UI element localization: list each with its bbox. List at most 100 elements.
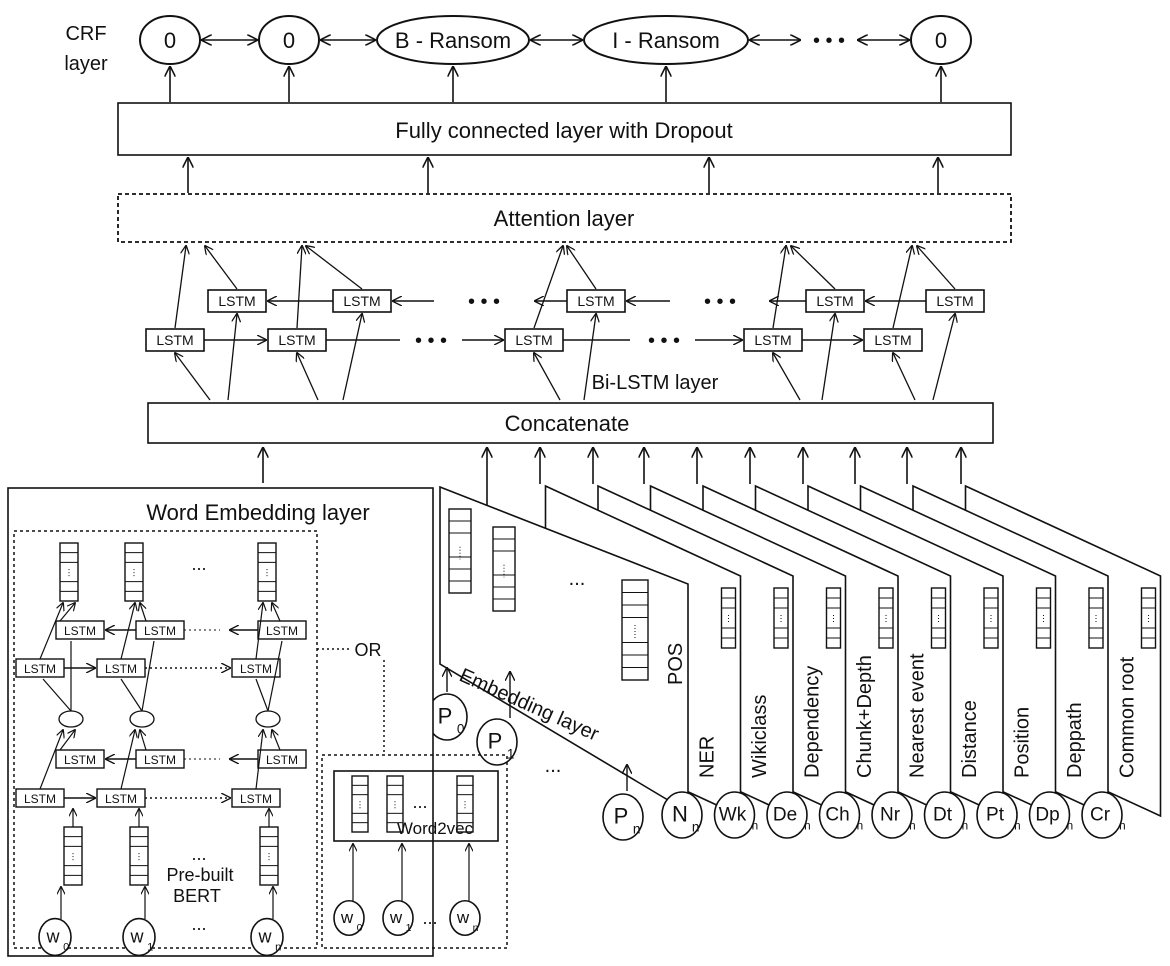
feature-vector-icon [930, 587, 947, 649]
combine-node-icon [255, 710, 281, 728]
word2vec-w1-input-subscript: 1 [406, 922, 412, 934]
bert-w1-input: w1 [122, 917, 156, 957]
embedding-sheet-ellipsis: ... [569, 568, 586, 590]
p1-input-subscript: 1 [507, 747, 515, 762]
lstm-cell-label: LSTM [577, 293, 614, 309]
lstm-cell-label: LSTM [874, 332, 911, 348]
word2vec-w1-input-label: w [389, 908, 403, 927]
bert-stack: LSTM LSTM LSTM LSTM LSTM LSTM LSTM LSTM LSTM LSTM… [15, 542, 307, 957]
concatenate-label: Concatenate [505, 411, 630, 436]
feature-input-cr: Crn [1081, 791, 1126, 839]
lstm-cell-label: LSTM [218, 293, 255, 309]
bert-w1-input-subscript: 1 [147, 942, 153, 954]
crf-node-4: 0 [910, 15, 972, 65]
lstm-cell-label: LSTM [24, 792, 56, 806]
feature-input-nr: Nrn [871, 791, 916, 839]
attention-label: Attention layer [494, 206, 635, 231]
bert-input-vector-icon [259, 826, 279, 886]
feature-input-de-label: De [773, 805, 797, 826]
bert-w0-input-subscript: 0 [63, 942, 69, 954]
word2vec-vector-icon [386, 775, 404, 833]
bert-w2-input-label: w [258, 926, 273, 946]
bert-lstm-forward-0-0: LSTM [15, 658, 65, 678]
bert-lstm-forward-1-0: LSTM [15, 788, 65, 808]
p1-input-label: P [488, 729, 503, 754]
word2vec-w0-input-subscript: 0 [357, 922, 363, 934]
bert-lstm-forward-0-1: LSTM [96, 658, 146, 678]
lstm-cell-label: LSTM [144, 624, 176, 638]
feature-input-n-label: N [672, 802, 688, 827]
crf-node-4-label: 0 [935, 28, 947, 53]
lstm-cell-backward-1: LSTM [332, 289, 392, 313]
feature-input-de: Den [766, 791, 811, 839]
bert-output-vector-icon [59, 542, 79, 602]
feature-sheet-label: Dependency [802, 666, 824, 778]
bert-lstm-backward-1-2: LSTM [257, 749, 307, 769]
bert-lstm-backward-1-1: LSTM [135, 749, 185, 769]
feature-vector-icon [825, 587, 842, 649]
feature-input-dp-label: Dp [1035, 805, 1059, 826]
lstm-cell-label: LSTM [240, 792, 272, 806]
bert-w1-input-label: w [130, 926, 145, 946]
feature-sheet-label: Nearest event [907, 653, 929, 778]
word2vec-w2-input-subscript: n [473, 922, 479, 934]
fully-connected-layer: Fully connected layer with Dropout [117, 102, 1012, 156]
bert-w2-input-subscript: n [275, 942, 281, 954]
lstm-cell-label: LSTM [266, 753, 298, 767]
crf-node-1: 0 [258, 15, 320, 65]
lstm-cell-label: LSTM [515, 332, 552, 348]
pn-input-subscript: n [633, 822, 641, 837]
bert-lstm-forward-0-2: LSTM [231, 658, 281, 678]
bilstm-dots-backward-2: • • • [704, 291, 736, 313]
lstm-cell-label: LSTM [343, 293, 380, 309]
bert-panel [13, 530, 318, 949]
feature-sheet-label: Position [1012, 707, 1034, 778]
word2vec-w0-input-label: w [340, 908, 354, 927]
word2vec-w2-input-label: w [456, 908, 470, 927]
word2vec-w2-input: wn [449, 899, 481, 937]
crf-node-2: B - Ransom [376, 15, 530, 65]
feature-input-cr-label: Cr [1090, 805, 1111, 826]
feature-input-nr-subscript: n [909, 819, 916, 832]
feature-vector-icon [983, 587, 999, 649]
lstm-cell-forward-1: LSTM [267, 328, 327, 352]
feature-input-ch-label: Ch [825, 805, 849, 826]
bert-w0-input: w0 [38, 917, 72, 957]
lstm-cell-forward-2: LSTM [504, 328, 564, 352]
bert-lstm-backward-0-0: LSTM [55, 620, 105, 640]
word2vec-input-ellipsis: ... [422, 908, 437, 928]
lstm-cell-label: LSTM [144, 753, 176, 767]
crf-node-3: I - Ransom [583, 15, 749, 65]
crf-node-3-label: I - Ransom [612, 28, 720, 53]
bilstm-dots-backward-1: • • • [468, 291, 500, 313]
lstm-cell-label: LSTM [24, 662, 56, 676]
feature-sheet-label: Chunk+Depth [854, 655, 876, 778]
feature-input-dp: Dpn [1028, 791, 1073, 839]
lstm-cell-label: LSTM [754, 332, 791, 348]
bert-ellipsis-bot: ... [191, 914, 206, 934]
embedding-vector-icon [448, 508, 472, 594]
fully-connected-label: Fully connected layer with Dropout [395, 118, 733, 143]
or-label: OR [355, 640, 382, 660]
attention-layer: Attention layer [117, 193, 1012, 243]
lstm-cell-label: LSTM [266, 624, 298, 638]
word2vec-inner-box [333, 770, 499, 842]
feature-input-n: Nn [661, 791, 703, 839]
lstm-cell-backward-0: LSTM [207, 289, 267, 313]
lstm-cell-label: LSTM [816, 293, 853, 309]
concatenate-layer: Concatenate [147, 402, 994, 444]
lstm-cell-label: LSTM [105, 662, 137, 676]
crf-node-2-label: B - Ransom [395, 28, 511, 53]
fc-to-crf-arrows [170, 67, 941, 102]
lstm-cell-label: LSTM [64, 624, 96, 638]
bert-lstm-backward-1-0: LSTM [55, 749, 105, 769]
bert-ellipsis-mid: ... [191, 844, 206, 864]
bert-w2-input: wn [250, 917, 284, 957]
lstm-cell-backward-3: LSTM [805, 289, 865, 313]
pn-input-label: P [614, 804, 629, 829]
bert-input-vector-icon [129, 826, 149, 886]
feature-input-dt: Dtn [923, 791, 968, 839]
lstm-cell-label: LSTM [936, 293, 973, 309]
